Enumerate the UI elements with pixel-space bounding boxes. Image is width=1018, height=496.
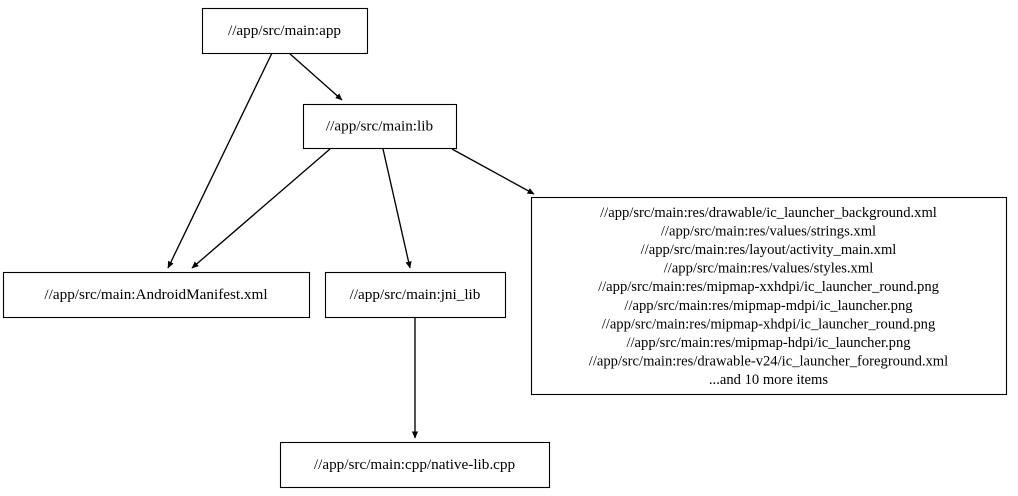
resource-line-6: //app/src/main:res/mipmap-xhdpi/ic_launc… (602, 316, 936, 332)
resource-line-4: //app/src/main:res/mipmap-xxhdpi/ic_laun… (598, 279, 940, 295)
resource-line-0: //app/src/main:res/drawable/ic_launcher_… (600, 205, 937, 221)
node-label-lib: //app/src/main:lib (326, 117, 434, 134)
resource-line-8: //app/src/main:res/drawable-v24/ic_launc… (589, 354, 948, 370)
edge-lib-to-resources (451, 148, 535, 195)
node-label-native_lib: //app/src/main:cpp/native-lib.cpp (314, 456, 515, 473)
node-box-jni_lib (324, 271, 507, 319)
node-label-jni_lib: //app/src/main:jni_lib (350, 286, 481, 303)
edge-lib-to-jni_lib (382, 148, 412, 269)
node-manifest[interactable]: //app/src/main:AndroidManifest.xml (2, 271, 311, 319)
node-jni_lib[interactable]: //app/src/main:jni_lib (324, 271, 507, 319)
node-box-lib (302, 103, 458, 150)
resource-line-2: //app/src/main:res/layout/activity_main.… (641, 242, 897, 258)
resource-line-7: //app/src/main:res/mipmap-hdpi/ic_launch… (626, 335, 911, 351)
edges-layer (167, 52, 535, 439)
node-native_lib[interactable]: //app/src/main:cpp/native-lib.cpp (279, 441, 551, 489)
resource-line-5: //app/src/main:res/mipmap-mdpi/ic_launch… (624, 298, 913, 314)
node-box-app (201, 7, 369, 55)
node-box-manifest (2, 271, 311, 319)
node-app[interactable]: //app/src/main:app (201, 7, 369, 55)
node-resources[interactable]: //app/src/main:res/drawable/ic_launcher_… (530, 196, 1008, 396)
resource-line-1: //app/src/main:res/values/strings.xml (661, 223, 876, 239)
node-label-manifest: //app/src/main:AndroidManifest.xml (44, 286, 267, 303)
node-box-resources (530, 196, 1008, 396)
nodes-layer: //app/src/main:app //app/src/main:lib //ap… (2, 7, 1008, 489)
edge-lib-to-manifest (191, 148, 331, 269)
edge-app-to-manifest (167, 52, 273, 269)
node-box-native_lib (279, 441, 551, 489)
edge-app-to-lib (288, 52, 343, 101)
node-label-app: //app/src/main:app (228, 22, 341, 39)
node-lib[interactable]: //app/src/main:lib (302, 103, 458, 150)
resource-line-9: ...and 10 more items (709, 372, 828, 388)
resource-line-3: //app/src/main:res/values/styles.xml (664, 261, 874, 277)
